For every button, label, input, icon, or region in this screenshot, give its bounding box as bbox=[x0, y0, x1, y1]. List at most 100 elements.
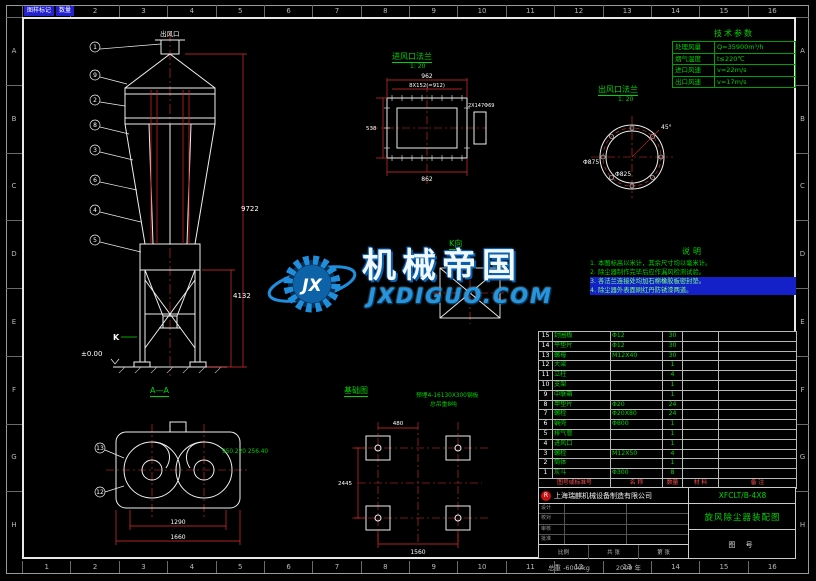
zone-number: 9 bbox=[409, 5, 457, 17]
inner-exhaust-pipes bbox=[150, 90, 190, 244]
balloon-label: 9 bbox=[93, 72, 97, 79]
signature-row: 批准 bbox=[539, 534, 688, 544]
dim-left: 538 bbox=[366, 126, 377, 132]
zone-letter: C bbox=[796, 152, 809, 221]
bom-item-material bbox=[682, 399, 719, 411]
bom-item-material bbox=[682, 370, 719, 381]
dim-left: 2445 bbox=[338, 481, 352, 487]
section-aa-note: 950.220 256.40 bbox=[222, 449, 269, 455]
drawing-number: XFCLT/B-4X8 bbox=[689, 488, 796, 504]
bom-item-name: 立柱 bbox=[552, 370, 611, 381]
k-view-title: K向 bbox=[449, 239, 463, 250]
bom-item-qty: 8 bbox=[662, 468, 683, 479]
stamp-year: 2009 年 bbox=[615, 564, 641, 572]
watermark-gear-logo-icon: JX bbox=[267, 255, 357, 313]
bom-item-spec bbox=[610, 360, 663, 372]
zone-letter: H bbox=[6, 491, 22, 559]
bom-item-spec bbox=[610, 458, 663, 470]
zone-letter: E bbox=[796, 288, 809, 356]
dim-bolt-spacing: 8X152(=912) bbox=[409, 83, 445, 89]
bom-item-qty: 30 bbox=[662, 340, 683, 352]
watermark-brand-text: 机械帝国 bbox=[362, 246, 522, 286]
dim-inner-width: 1290 bbox=[170, 519, 185, 526]
dim-inner-diameter: Φ825 bbox=[615, 171, 631, 178]
angle-line bbox=[631, 129, 660, 158]
dim-outer-diameter: Φ875 bbox=[583, 159, 599, 166]
bom-row: 8 甲垫片 Φ20 24 bbox=[538, 399, 797, 411]
bom-item-name: 蜗壳 bbox=[552, 419, 611, 430]
ground-hatch bbox=[118, 366, 222, 374]
level-symbol bbox=[110, 358, 120, 365]
bom-item-material bbox=[682, 468, 719, 479]
main-elevation-view: 1 9 2 8 3 6 4 5 出风口 9722 4132 ±0.00 K bbox=[81, 29, 259, 376]
zone-letter: C bbox=[6, 152, 22, 221]
margin-stamp: 总重 -6000kg 2009 年 bbox=[548, 562, 641, 572]
signature-row: 审核 bbox=[539, 524, 688, 535]
tech-param-row: 出口风速 v=17m/s bbox=[672, 75, 796, 88]
zone-letter: F bbox=[796, 355, 809, 424]
notes-title: 说明 bbox=[682, 247, 704, 256]
tech-param-label: 进口风速 bbox=[672, 64, 715, 77]
bom-item-no: 9 bbox=[538, 389, 553, 401]
zone-number: 5 bbox=[215, 561, 264, 573]
sheet-total-label: 共 张 bbox=[589, 545, 639, 559]
bom-item-qty: 1 bbox=[662, 379, 683, 391]
dimension-lines bbox=[354, 427, 459, 548]
bom-item-remark bbox=[718, 379, 797, 391]
bom-item-no: 7 bbox=[538, 409, 553, 421]
zone-number: 5 bbox=[215, 5, 264, 17]
k-view-scale: 1: 20 bbox=[450, 251, 466, 258]
notes-panel: 说明 1. 本图标高以米计，其余尺寸均以毫米计。2. 除尘器制作完毕后应作漏风检… bbox=[590, 246, 796, 295]
outlet-label: 出风口 bbox=[160, 29, 180, 38]
bom-row: 6 蜗壳 Φ800 1 bbox=[538, 419, 797, 430]
tech-params-table: 处理风量 Q=35900m³/h 烟气温度 t≤220℃ 进口风速 v=22m/… bbox=[672, 41, 796, 88]
bom-item-no: 10 bbox=[538, 379, 553, 391]
bom-item-no: 11 bbox=[538, 370, 553, 381]
tech-params-panel: 技术参数 处理风量 Q=35900m³/h 烟气温度 t≤220℃ 进口风速 bbox=[672, 28, 796, 88]
bom-item-spec: Φ300 bbox=[610, 468, 663, 479]
dim-top: 962 bbox=[421, 73, 433, 80]
balloon-label: 4 bbox=[93, 207, 97, 214]
dim-angle: 45° bbox=[661, 124, 672, 131]
zone-letter: A bbox=[6, 17, 22, 85]
dim-bottom: 862 bbox=[421, 176, 433, 183]
k-direction-mark: K bbox=[113, 333, 120, 342]
note-line: 3. 各法兰连接处均加石棉橡胶板密封垫。 bbox=[590, 277, 796, 286]
zone-letter: B bbox=[796, 84, 809, 153]
bom-row: 2 筒体 1 bbox=[538, 458, 797, 470]
zone-letter: E bbox=[6, 288, 22, 356]
bom-item-remark bbox=[718, 350, 797, 362]
company-cell: R 上海瑞麒机械设备制造有限公司 bbox=[539, 488, 689, 504]
bom-item-name: 排气管 bbox=[552, 428, 611, 440]
bom-row: 12 大梁 1 bbox=[538, 360, 797, 372]
bom-item-no: 2 bbox=[538, 458, 553, 470]
zone-letter: B bbox=[6, 84, 22, 153]
bom-row: 13 螺母 M12X40 30 bbox=[538, 350, 797, 362]
zone-number: 10 bbox=[457, 5, 505, 17]
balloon-label: 3 bbox=[93, 147, 97, 154]
outlet-flange-scale: 1: 20 bbox=[618, 96, 634, 103]
zone-number: 9 bbox=[409, 561, 457, 573]
zone-number: 3 bbox=[118, 5, 167, 17]
tech-param-value: v=17m/s bbox=[714, 75, 796, 88]
foundation-note-1: 预埋4-16130X300钢板 bbox=[416, 393, 479, 399]
bom-item-material bbox=[682, 340, 719, 352]
bom-item-qty: 30 bbox=[662, 350, 683, 362]
outer-border bbox=[6, 5, 809, 574]
revision-cell: 数量 bbox=[56, 6, 75, 16]
title-block: R 上海瑞麒机械设备制造有限公司 XFCLT/B-4X8 设计 校对 审核 批准… bbox=[538, 487, 796, 559]
bom-item-no: 5 bbox=[538, 428, 553, 440]
bom-item-name: 进风口 bbox=[552, 438, 611, 450]
zone-number: 15 bbox=[699, 561, 747, 573]
bom-item-remark bbox=[718, 389, 797, 401]
balloon-label: 1 bbox=[93, 44, 97, 51]
zone-number: 8 bbox=[360, 5, 409, 17]
dimension-lines bbox=[185, 53, 247, 368]
dimension-lines bbox=[376, 78, 468, 176]
foundation-note-2: 总吊重8吨 bbox=[430, 402, 457, 408]
bom-row: 7 螺栓 Φ20X80 24 bbox=[538, 409, 797, 421]
bom-item-material bbox=[682, 389, 719, 401]
inlet-flange-scale: 1: 20 bbox=[410, 63, 426, 70]
dim-outer-width: 1660 bbox=[170, 534, 185, 541]
bom-item-no: 6 bbox=[538, 419, 553, 430]
